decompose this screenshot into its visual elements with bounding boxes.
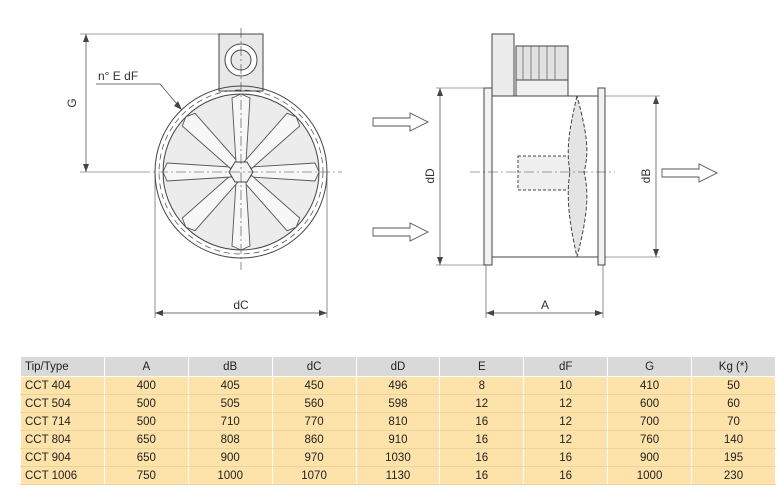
table-cell: 1070 bbox=[271, 466, 357, 485]
airflow-outlet-arrow bbox=[661, 163, 719, 183]
table-cell: CCT 904 bbox=[20, 448, 105, 467]
column-header-g: G bbox=[607, 356, 692, 377]
table-cell: 230 bbox=[691, 466, 776, 485]
table-cell: 650 bbox=[103, 448, 189, 467]
front-view bbox=[80, 28, 342, 318]
table-cell: 400 bbox=[103, 376, 189, 395]
motor-body bbox=[515, 45, 569, 81]
specification-table: Tip/Type A dB dC dD E dF G Kg (*) CCT 40… bbox=[20, 356, 776, 485]
table-cell: 12 bbox=[439, 394, 525, 413]
table-cell: 12 bbox=[523, 412, 609, 431]
table-cell: 1030 bbox=[355, 448, 441, 467]
table-cell: 808 bbox=[187, 430, 273, 449]
table-cell: 410 bbox=[607, 376, 692, 395]
fan-technical-drawing: G n° E dF dC bbox=[65, 28, 719, 318]
table-cell: 500 bbox=[103, 412, 189, 431]
label-dd: dD bbox=[423, 168, 437, 184]
column-header-kg: Kg (*) bbox=[691, 356, 776, 377]
label-blades: n° E dF bbox=[98, 69, 138, 83]
column-header-dc: dC bbox=[271, 356, 357, 377]
table-cell: 140 bbox=[691, 430, 776, 449]
airflow-inlet-arrow-bottom bbox=[372, 222, 430, 242]
table-cell: 710 bbox=[187, 412, 273, 431]
table-cell: 10 bbox=[523, 376, 609, 395]
table-cell: CCT 1006 bbox=[20, 466, 105, 485]
label-dc: dC bbox=[233, 298, 249, 312]
table-header-row: Tip/Type A dB dC dD E dF G Kg (*) bbox=[20, 356, 776, 377]
table-cell: 900 bbox=[607, 448, 692, 467]
table-cell: 405 bbox=[187, 376, 273, 395]
front-dimension-arrows bbox=[83, 34, 327, 316]
airflow-inlet-arrow-top bbox=[372, 112, 430, 132]
table-cell: 16 bbox=[439, 448, 525, 467]
blade-profile bbox=[567, 95, 588, 258]
table-cell: 60 bbox=[691, 394, 776, 413]
table-cell: 16 bbox=[439, 466, 525, 485]
column-header-df: dF bbox=[523, 356, 609, 377]
table-cell: 16 bbox=[439, 430, 525, 449]
table-cell: 900 bbox=[187, 448, 273, 467]
table-cell: 16 bbox=[523, 448, 609, 467]
outlet-flange bbox=[597, 87, 606, 266]
table-cell: 860 bbox=[271, 430, 357, 449]
table-cell: CCT 714 bbox=[20, 412, 105, 431]
table-cell: 450 bbox=[271, 376, 357, 395]
shaft-housing bbox=[517, 155, 571, 191]
table-cell: CCT 504 bbox=[20, 394, 105, 413]
blades-leader-line bbox=[96, 83, 183, 111]
table-cell: 598 bbox=[355, 394, 441, 413]
table-cell: 50 bbox=[691, 376, 776, 395]
table-cell: 910 bbox=[355, 430, 441, 449]
table-cell: 505 bbox=[187, 394, 273, 413]
inlet-flange bbox=[483, 87, 493, 266]
table-cell: 70 bbox=[691, 412, 776, 431]
table-cell: 16 bbox=[439, 412, 525, 431]
side-view bbox=[436, 33, 660, 318]
table-cell: 1000 bbox=[187, 466, 273, 485]
impeller-blades bbox=[162, 93, 320, 251]
table-cell: 8 bbox=[439, 376, 525, 395]
motor-bracket bbox=[491, 33, 515, 97]
table-cell: 970 bbox=[271, 448, 357, 467]
column-header-type: Tip/Type bbox=[20, 356, 105, 377]
table-cell: 12 bbox=[523, 430, 609, 449]
table-cell: 750 bbox=[103, 466, 189, 485]
table-cell: 195 bbox=[691, 448, 776, 467]
table-cell: 12 bbox=[523, 394, 609, 413]
label-a: A bbox=[541, 298, 549, 312]
table-cell: 770 bbox=[271, 412, 357, 431]
table-cell: 810 bbox=[355, 412, 441, 431]
table-cell: 600 bbox=[607, 394, 692, 413]
column-header-db: dB bbox=[187, 356, 273, 377]
table-cell: 1000 bbox=[607, 466, 692, 485]
side-dimension-arrows bbox=[437, 88, 659, 316]
table-cell: 560 bbox=[271, 394, 357, 413]
column-header-dd: dD bbox=[355, 356, 441, 377]
table-cell: CCT 804 bbox=[20, 430, 105, 449]
column-header-a: A bbox=[103, 356, 189, 377]
table-cell: CCT 404 bbox=[20, 376, 105, 395]
table-cell: 1130 bbox=[355, 466, 441, 485]
label-g: G bbox=[65, 98, 79, 107]
table-cell: 500 bbox=[103, 394, 189, 413]
table-cell: 760 bbox=[607, 430, 692, 449]
column-header-e: E bbox=[439, 356, 525, 377]
table-cell: 496 bbox=[355, 376, 441, 395]
table-cell: 16 bbox=[523, 466, 609, 485]
motor-base bbox=[515, 79, 569, 97]
table-cell: 700 bbox=[607, 412, 692, 431]
table-cell: 650 bbox=[103, 430, 189, 449]
label-db: dB bbox=[639, 169, 653, 184]
